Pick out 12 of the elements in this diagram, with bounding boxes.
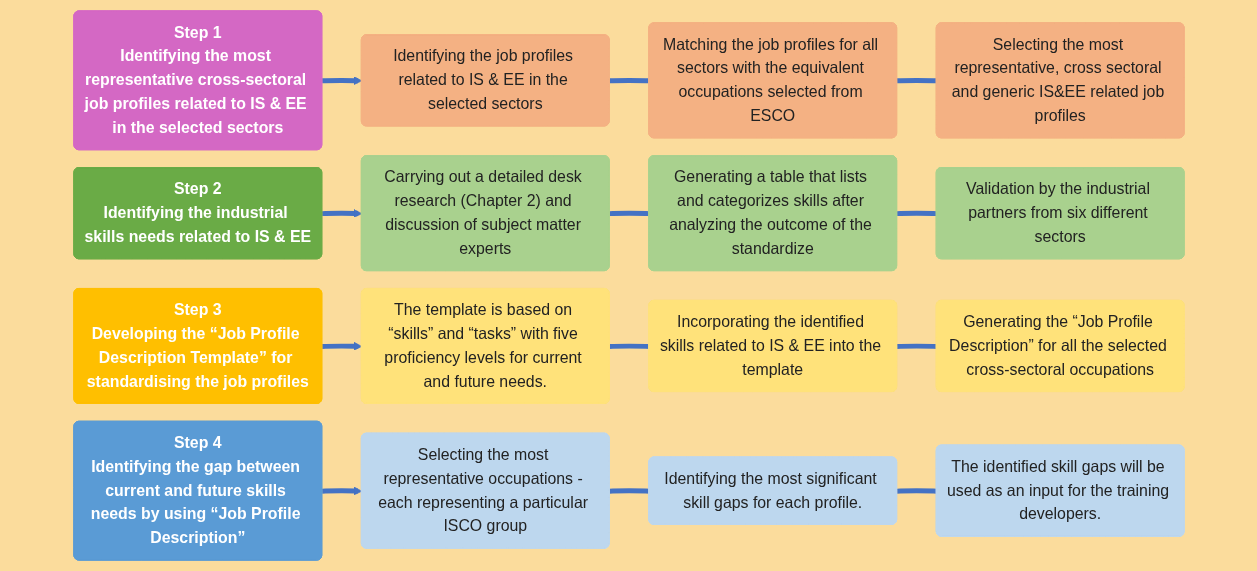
connector	[609, 210, 649, 217]
connector	[609, 343, 649, 349]
arrow	[321, 209, 362, 218]
arrow	[321, 486, 362, 496]
connector	[896, 343, 937, 349]
arrow	[321, 341, 362, 351]
connector	[896, 78, 937, 84]
connector	[896, 488, 937, 494]
connector	[896, 210, 937, 217]
connector	[609, 78, 649, 84]
arrow	[321, 76, 362, 85]
connector	[609, 488, 649, 494]
